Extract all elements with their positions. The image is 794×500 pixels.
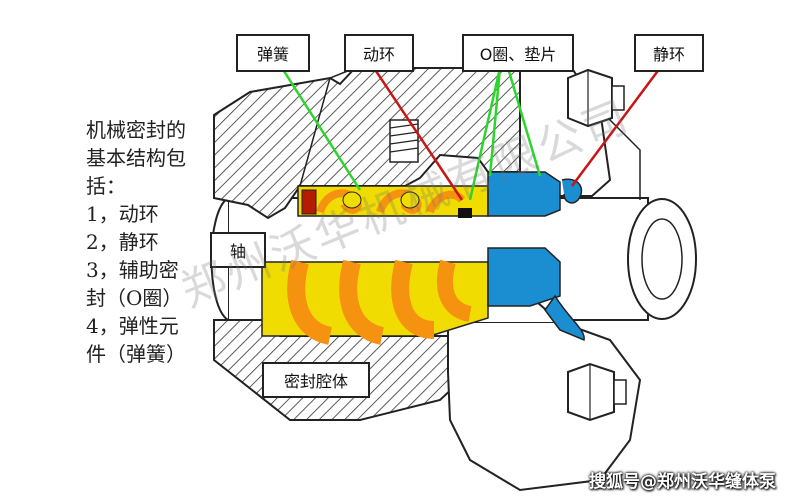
description-line: 2，静环 [86,230,159,254]
description-line: 括： [86,174,126,198]
leader-lines [280,67,662,201]
label-shaft: 轴 [210,232,266,268]
label-rotating-ring: 动环 [344,34,414,72]
label-spring: 弹簧 [236,34,310,72]
description-line: 4，弹性元 [86,314,179,338]
source-credit: 搜狐号@郑州沃华缝体泵 [589,472,776,492]
bolt-upper [567,68,625,128]
bolt-lower [567,362,627,422]
description-line: 机械密封的 [86,118,186,142]
description-line: 3，辅助密 [86,258,179,282]
structure-description: 机械密封的 基本结构包 括： 1，动环 2，静环 3，辅助密 封（O圈） 4，弹… [86,116,216,368]
stationary-ring-lower [487,247,585,342]
description-line: 基本结构包 [86,146,186,170]
set-screw [389,119,419,163]
spring-upper [297,185,489,218]
label-o-ring-gasket: O圈、垫片 [462,34,574,72]
description-line: 封（O圈） [86,286,183,310]
stationary-ring-upper [487,171,583,217]
description-line: 件（弹簧） [86,342,186,366]
label-stationary-ring: 静环 [634,34,704,72]
spring-lower [261,259,489,345]
label-seal-chamber: 密封腔体 [262,362,370,398]
description-line: 1，动环 [86,202,159,226]
